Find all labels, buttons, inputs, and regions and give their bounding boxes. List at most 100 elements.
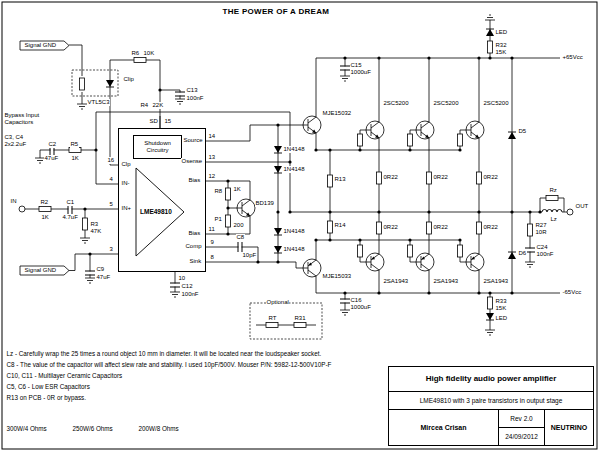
part-label: Bias	[188, 230, 201, 237]
node-text: Shutdown Circuitry	[135, 140, 180, 153]
part-label: 1000uF	[350, 69, 371, 76]
part-label: R2	[40, 199, 49, 206]
part-label: 2SA1943	[483, 278, 509, 285]
part-label: 1K	[71, 155, 79, 162]
junction-dot	[83, 56, 541, 294]
part-label: C12	[181, 283, 193, 290]
part-label: P1	[214, 216, 222, 223]
part-label: Rz	[549, 187, 557, 194]
part-label: 4.7uF	[62, 214, 78, 221]
part-label: 15K	[495, 305, 507, 312]
part-label: 2SC5200	[483, 100, 509, 107]
part-label: 2SA1943	[383, 278, 409, 285]
note-text: Lz - Carefully wrap the 25 times a round…	[6, 350, 322, 357]
part-label: LED	[495, 29, 508, 36]
optional-outline	[250, 303, 322, 339]
note-text: C10, C11 - Multilayer Ceramic Capacitors	[6, 372, 123, 379]
part-label: Comp	[185, 243, 202, 250]
title-block-cell: Mircea Crisan	[388, 409, 499, 446]
part-label: BD139	[255, 200, 274, 207]
part-label: 200	[233, 222, 244, 229]
part-label: 15K	[495, 49, 507, 56]
part-label: Osense	[181, 158, 203, 165]
transistor-symbol	[237, 113, 484, 280]
part-label: Source	[183, 137, 203, 144]
part-label: 1N4148	[283, 246, 305, 253]
part-label: 100nF	[536, 251, 554, 258]
part-label: OUT	[575, 203, 589, 210]
part-label: 0R22	[483, 174, 498, 181]
part-label: D5	[518, 128, 527, 135]
part-label: IN-	[121, 180, 130, 187]
part-label: C15	[350, 62, 362, 69]
resistor-symbol	[39, 41, 558, 328]
part-label: C3, C4	[4, 134, 24, 141]
capacitor-symbol	[50, 66, 535, 303]
part-label: 1K	[233, 186, 241, 193]
part-label: C9	[96, 266, 105, 273]
chassis-ground	[485, 15, 495, 20]
part-label: 2SC5200	[433, 100, 459, 107]
part-label: R32	[495, 42, 507, 49]
part-label: 9	[210, 239, 214, 246]
part-label: 10R	[535, 229, 547, 236]
part-label: C8	[236, 234, 245, 241]
diode-symbol	[106, 29, 516, 320]
ground-symbol	[35, 76, 535, 335]
ground-flag	[20, 41, 69, 50]
part-label: IN+	[121, 205, 132, 212]
amplifier-triangle	[136, 168, 184, 256]
note-text: 300W/4 Ohms	[6, 425, 47, 432]
title-block-cell: NEUTRINO	[544, 409, 594, 446]
part-label: R8	[214, 188, 223, 195]
note-text: C8 - The value of the capacitor will aff…	[6, 361, 332, 368]
part-label: R31	[294, 315, 306, 322]
part-label: R6	[131, 50, 140, 57]
part-label: 2SA1943	[433, 278, 459, 285]
title-block-cell: High fidelity audio power amplifier	[388, 366, 594, 392]
part-label: 0R22	[383, 224, 398, 231]
part-label: 10K	[143, 50, 155, 57]
wire-path	[25, 20, 567, 330]
part-label: 1N4148	[283, 166, 305, 173]
node-text: Rev 2.0	[510, 415, 532, 422]
part-label: IN	[10, 198, 17, 205]
part-label: 47K	[90, 228, 102, 235]
chip-pins	[160, 116, 161, 128]
part-label: 0R22	[433, 174, 448, 181]
part-label: 2x2.2uF	[4, 141, 27, 148]
part-label: VTL5C3	[87, 99, 110, 106]
part-label: R3	[90, 221, 99, 228]
input-connector	[19, 206, 25, 212]
part-label: 10pF	[242, 252, 257, 259]
part-label: 47uF	[96, 274, 111, 281]
part-label: 2SC5200	[383, 100, 409, 107]
part-label: SD	[149, 118, 158, 125]
part-label: 1N4148	[283, 146, 305, 153]
part-label: 8	[210, 254, 214, 261]
part-label: 4	[109, 176, 113, 183]
part-label: 0R22	[483, 224, 498, 231]
part-label: 1K	[41, 214, 49, 221]
part-label: MJE15033	[322, 273, 352, 280]
part-label: 5	[109, 201, 113, 208]
title-block-cell: Rev 2.0	[498, 409, 545, 428]
part-label: RT	[268, 315, 277, 322]
amplifier-chip: LME49810Shutdown Circuitry	[118, 128, 206, 272]
part-label: +65Vcc	[562, 54, 583, 61]
part-label: 16	[107, 157, 115, 164]
node-text: Mircea Crisan	[421, 424, 467, 432]
part-label: 14	[208, 133, 216, 140]
part-label: 1000uF	[350, 304, 371, 311]
note-text: 250W/6 Ohms	[72, 425, 113, 432]
part-label: C16	[350, 297, 362, 304]
part-label: C13	[186, 87, 198, 94]
part-label: R5	[70, 141, 79, 148]
output-connector	[567, 209, 573, 215]
node-text: NEUTRINO	[551, 424, 588, 432]
part-label: Clip	[123, 76, 134, 83]
part-label: C1	[66, 199, 75, 206]
part-label: Signal GND	[24, 42, 57, 49]
